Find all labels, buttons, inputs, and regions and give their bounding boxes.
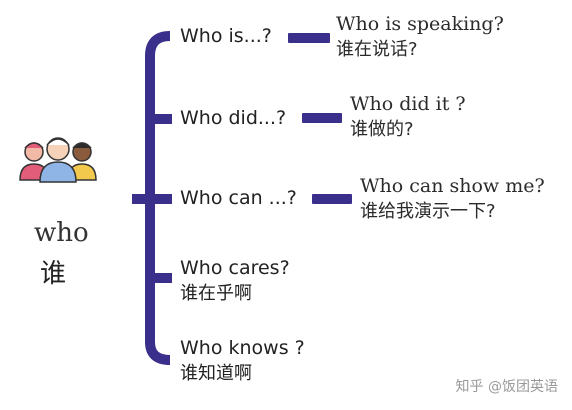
root-stem (132, 194, 152, 204)
branch-tick-2 (150, 194, 172, 204)
branch-4-question-en: Who cares? (180, 257, 290, 279)
branch-tick-1 (150, 114, 172, 124)
branch-4-question-zh: 谁在乎啊 (180, 283, 252, 304)
branch-4: Who cares? 谁在乎啊 (180, 256, 290, 306)
answer-2-zh: 谁做的? (350, 119, 414, 140)
answer-2-en: Who did it ? (350, 93, 466, 115)
answer-1-en: Who is speaking? (336, 13, 504, 35)
connector-3 (312, 194, 352, 204)
connector-1 (288, 33, 330, 43)
answer-3-en: Who can show me? (360, 175, 545, 197)
branch-1-question: Who is...? (180, 25, 272, 47)
root-label-zh: 谁 (40, 259, 67, 289)
branch-3: Who can ...? (180, 186, 297, 211)
root-label-en: who (34, 218, 89, 248)
group-of-people-icon (19, 137, 97, 183)
branch-5-question-zh: 谁知道啊 (180, 363, 252, 384)
answer-1: Who is speaking? 谁在说话? (336, 12, 504, 62)
branch-tick-3 (150, 273, 172, 283)
branch-1: Who is...? (180, 24, 272, 49)
connector-2 (302, 113, 342, 123)
answer-3-zh: 谁给我演示一下? (360, 201, 496, 222)
answer-3: Who can show me? 谁给我演示一下? (360, 174, 545, 224)
answer-1-zh: 谁在说话? (336, 39, 418, 60)
branch-2-question: Who did...? (180, 107, 287, 129)
branch-5: Who knows ? 谁知道啊 (180, 336, 305, 386)
branch-2: Who did...? (180, 106, 286, 131)
branch-3-question: Who can ...? (180, 187, 297, 209)
watermark: 知乎 @饭团英语 (455, 379, 558, 395)
answer-2: Who did it ? 谁做的? (350, 92, 466, 142)
branch-5-question-en: Who knows ? (180, 337, 305, 359)
